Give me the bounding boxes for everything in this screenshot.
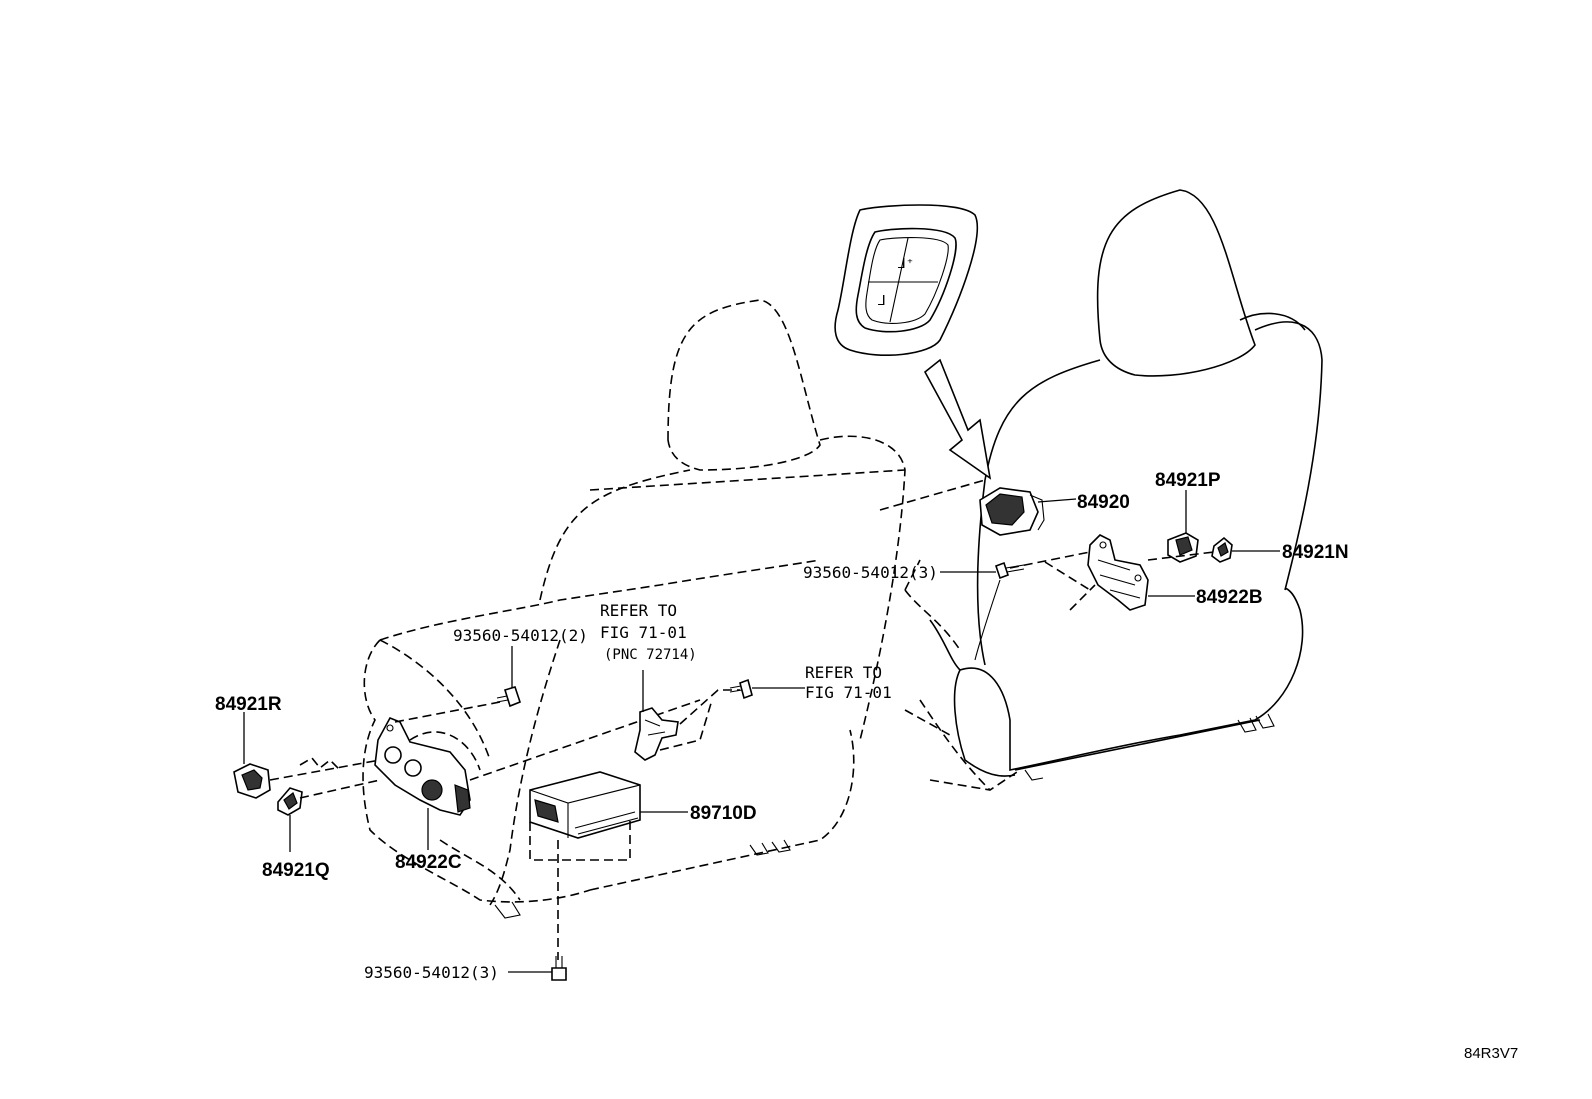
reference-2-line1: REFER TO [805,663,882,682]
dash-ref-1 [679,689,740,725]
callout-84920: 84920 [1077,492,1130,513]
seat-icon-upper: ⅃⁺ [898,256,914,272]
callout-89710D: 89710D [690,803,757,824]
ecu-89710D-part [529,771,641,839]
callout-bolt-left: 93560-54012(2) [453,626,588,645]
bolt-left-part [496,686,521,708]
bracket-84922C-part [374,716,471,816]
bracket-84922B-part [1087,534,1149,611]
callout-84922C: 84922C [395,852,462,873]
pointer-arrow-icon [923,358,992,480]
knob-84921N-part [1211,536,1233,563]
dash-ref2-right [904,709,951,736]
callout-bolt-bottom: 93560-54012(3) [364,963,499,982]
right-seat-outline [904,189,1323,791]
seat-link-line [879,479,986,511]
dash-84922B-2 [1069,584,1096,611]
left-seat-outline [362,299,906,919]
reference-bracket-part [634,707,679,761]
dash-left-bolt [394,701,501,723]
callout-84922B: 84922B [1196,587,1263,608]
dash-ecu-box [529,820,631,861]
reference-1-line1: REFER TO [600,601,677,620]
bolt-middle-part [729,678,753,700]
seat-link-line-2 [904,559,921,591]
bolt-right-part [994,561,1025,580]
switch-zoom-view: ⅃⁺ ⅃ [834,204,979,356]
illustration-code: 84R3V7 [1464,1045,1518,1062]
callout-84921P: 84921P [1155,470,1221,491]
knob-84921P-part [1167,532,1199,563]
callout-bolt-right: 93560-54012(3) [803,563,938,582]
dash-84922B-3 [1044,561,1091,591]
callout-84921R: 84921R [215,694,282,715]
reference-2-line2: FIG 71-01 [805,683,892,702]
switch-84920-part [979,487,1045,536]
bolt-bottom-part [551,956,567,981]
knob-84921R-part [233,763,271,799]
callout-84921N: 84921N [1282,542,1349,563]
reference-1-line3: (PNC 72714) [604,647,697,663]
seat-icon-lower: ⅃ [878,293,886,309]
reference-1-line2: FIG 71-01 [600,623,687,642]
callout-84921Q: 84921Q [262,860,330,881]
dash-left-4 [409,731,481,771]
dash-left-1 [269,759,381,781]
bolt-right-pointer [974,579,1001,661]
dash-left-3 [299,756,341,771]
dash-knobs-right [1147,551,1215,561]
knob-84921Q-part [277,787,303,816]
dash-left-long [469,699,701,781]
leader-84920 [1037,498,1077,503]
dash-left-2 [299,779,381,799]
